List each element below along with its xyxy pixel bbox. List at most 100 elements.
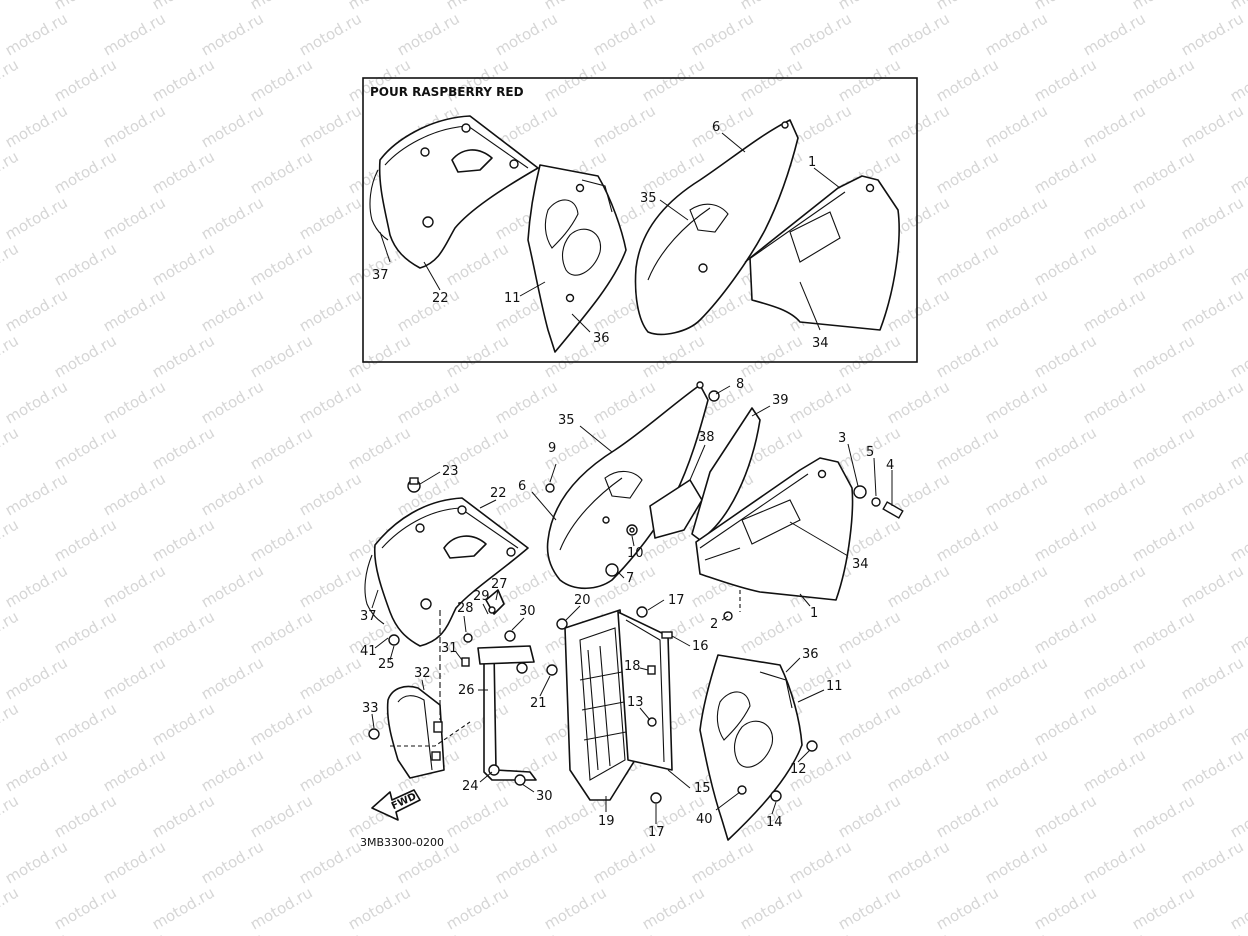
watermark-text: motod.ru xyxy=(296,653,365,703)
watermark-text: motod.ru xyxy=(933,239,1002,289)
watermark-text: motod.ru xyxy=(1080,285,1149,335)
watermark-text: motod.ru xyxy=(688,9,757,59)
inset-shroud-22 xyxy=(369,115,539,269)
watermark-text: motod.ru xyxy=(149,147,218,197)
watermark-text: motod.ru xyxy=(1227,515,1248,565)
watermark-text: motod.ru xyxy=(933,515,1002,565)
watermark-text: motod.ru xyxy=(786,377,855,427)
watermark-text: motod.ru xyxy=(296,377,365,427)
watermark-text: motod.ru xyxy=(2,561,71,611)
watermark-text: motod.ru xyxy=(1227,699,1248,749)
watermark-text: motod.ru xyxy=(1031,699,1100,749)
watermark-text: motod.ru xyxy=(2,101,71,151)
watermark-text: motod.ru xyxy=(51,699,120,749)
watermark-text: motod.ru xyxy=(1031,55,1100,105)
watermark-text: motod.ru xyxy=(198,377,267,427)
inset-panel: POUR RASPBERRY RED xyxy=(362,77,918,363)
watermark-text: motod.ru xyxy=(982,377,1051,427)
watermark-text: motod.ru xyxy=(1080,193,1149,243)
watermark-text: motod.ru xyxy=(933,423,1002,473)
watermark-text: motod.ru xyxy=(639,55,708,105)
watermark-text: motod.ru xyxy=(394,929,463,936)
watermark-text: motod.ru xyxy=(933,147,1002,197)
watermark-text: motod.ru xyxy=(1178,9,1247,59)
watermark-text: motod.ru xyxy=(100,837,169,887)
callout-6-main: 6 xyxy=(518,479,526,494)
watermark-text: motod.ru xyxy=(590,9,659,59)
callout-27: 27 xyxy=(491,577,508,592)
watermark-text: motod.ru xyxy=(884,837,953,887)
watermark-text: motod.ru xyxy=(1129,607,1198,657)
watermark-text: motod.ru xyxy=(541,55,610,105)
callout-9: 9 xyxy=(548,441,556,456)
callout-12: 12 xyxy=(790,762,807,777)
watermark-text: motod.ru xyxy=(786,653,855,703)
watermark-text: motod.ru xyxy=(1227,239,1248,289)
watermark-text: motod.ru xyxy=(100,285,169,335)
callout-28: 28 xyxy=(457,601,474,616)
watermark-text: motod.ru xyxy=(0,699,22,749)
callout-34-inset: 34 xyxy=(812,336,829,351)
inset-title: POUR RASPBERRY RED xyxy=(370,85,524,99)
watermark-text: motod.ru xyxy=(492,9,561,59)
watermark-text: motod.ru xyxy=(2,377,71,427)
watermark-text: motod.ru xyxy=(1031,331,1100,381)
watermark-text: motod.ru xyxy=(51,607,120,657)
watermark-text: motod.ru xyxy=(1080,929,1149,936)
watermark-text: motod.ru xyxy=(149,791,218,841)
callout-7: 7 xyxy=(626,571,634,586)
watermark-text: motod.ru xyxy=(982,193,1051,243)
watermark-text: motod.ru xyxy=(1080,9,1149,59)
watermark-text: motod.ru xyxy=(1227,607,1248,657)
watermark-text: motod.ru xyxy=(0,791,22,841)
watermark-text: motod.ru xyxy=(443,239,512,289)
watermark-text: motod.ru xyxy=(639,331,708,381)
watermark-text: motod.ru xyxy=(247,423,316,473)
inset-frame xyxy=(362,77,918,363)
watermark-text: motod.ru xyxy=(933,607,1002,657)
watermark-text: motod.ru xyxy=(149,423,218,473)
watermark-text: motod.ru xyxy=(2,929,71,936)
callout-23: 23 xyxy=(442,464,459,479)
watermark-text: motod.ru xyxy=(0,147,22,197)
watermark-text: motod.ru xyxy=(198,469,267,519)
main-side-cover xyxy=(695,457,854,621)
callout-38: 38 xyxy=(698,430,715,445)
watermark-text: motod.ru xyxy=(1129,147,1198,197)
watermark-text: motod.ru xyxy=(345,423,414,473)
callout-24: 24 xyxy=(462,779,479,794)
watermark-text: motod.ru xyxy=(1031,239,1100,289)
watermark-text: motod.ru xyxy=(982,101,1051,151)
watermark-text: motod.ru xyxy=(443,699,512,749)
callout-39: 39 xyxy=(772,393,789,408)
callout-1-inset: 1 xyxy=(808,155,816,170)
watermark-text: motod.ru xyxy=(1178,377,1247,427)
callout-33: 33 xyxy=(362,701,379,716)
watermark-text: motod.ru xyxy=(0,0,22,13)
diagram-code: 3MB3300-0200 xyxy=(360,836,444,849)
watermark-text: motod.ru xyxy=(247,699,316,749)
watermark-text: motod.ru xyxy=(100,745,169,795)
callout-11-main: 11 xyxy=(826,679,843,694)
frame-15 xyxy=(617,606,673,804)
main-number-plate xyxy=(699,654,818,841)
watermark-text: motod.ru xyxy=(1227,883,1248,933)
watermark-text: motod.ru xyxy=(296,837,365,887)
washer-10 xyxy=(626,524,638,536)
watermark-text: motod.ru xyxy=(933,331,1002,381)
watermark-text: motod.ru xyxy=(0,239,22,289)
callout-14: 14 xyxy=(766,815,783,830)
watermark-text: motod.ru xyxy=(0,515,22,565)
watermark-text: motod.ru xyxy=(100,653,169,703)
watermark-text: motod.ru xyxy=(198,561,267,611)
watermark-text: motod.ru xyxy=(1178,101,1247,151)
watermark-text: motod.ru xyxy=(247,55,316,105)
watermark-text: motod.ru xyxy=(933,699,1002,749)
callout-35-main: 35 xyxy=(558,413,575,428)
watermark-text: motod.ru xyxy=(835,791,904,841)
watermark-text: motod.ru xyxy=(51,55,120,105)
watermark-text: motod.ru xyxy=(1129,883,1198,933)
watermark-text: motod.ru xyxy=(51,515,120,565)
callout-36-inset: 36 xyxy=(593,331,610,346)
callout-22-inset: 22 xyxy=(432,291,449,306)
